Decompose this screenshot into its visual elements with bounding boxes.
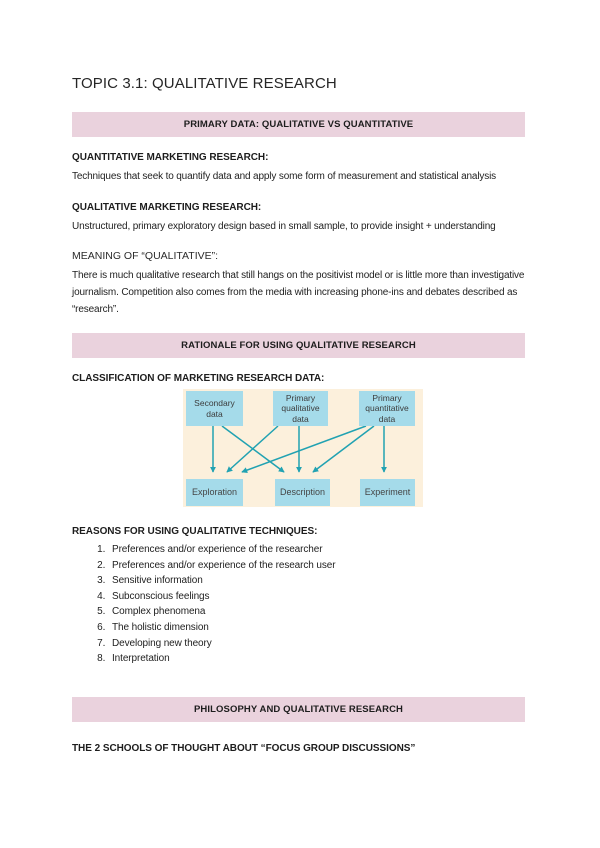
heading-qualitative-research: QUALITATIVE MARKETING RESEARCH: <box>72 202 262 213</box>
heading-classification: CLASSIFICATION OF MARKETING RESEARCH DAT… <box>72 373 325 384</box>
diagram-box-secondary-data: Secondary data <box>186 391 243 426</box>
diagram-box-primary-quantitative-data: Primary quantitative data <box>359 391 415 426</box>
page-content: TOPIC 3.1: QUALITATIVE RESEARCH PRIMARY … <box>72 0 528 755</box>
diagram-box-experiment: Experiment <box>360 479 415 506</box>
heading-reasons: REASONS FOR USING QUALITATIVE TECHNIQUES… <box>72 526 318 537</box>
box-label-line: Primary <box>372 392 402 403</box>
heading-two-schools: THE 2 SCHOOLS OF THOUGHT ABOUT “FOCUS GR… <box>72 742 416 754</box>
reason-item: Sensitive information <box>108 573 528 589</box>
box-label-line: quantitative <box>365 403 409 414</box>
box-label-line: data <box>378 413 396 424</box>
flow-arrows <box>210 425 387 474</box>
box-label-line: Secondary <box>194 398 235 409</box>
section-banner-rationale: RATIONALE FOR USING QUALITATIVE RESEARCH <box>72 333 525 358</box>
paragraph-qualitative-research: Unstructured, primary exploratory design… <box>72 221 496 232</box>
diagram-box-primary-qualitative-data: Primary qualitative data <box>273 391 328 426</box>
page-title: TOPIC 3.1: QUALITATIVE RESEARCH <box>72 75 337 92</box>
heading-meaning-of-qualitative: MEANING OF “QUALITATIVE”: <box>72 250 219 262</box>
box-label-line: Primary <box>285 392 316 403</box>
section-banner-philosophy: PHILOSOPHY AND QUALITATIVE RESEARCH <box>72 696 525 722</box>
box-label-line: data <box>206 408 223 419</box>
box-label-line: qualitative <box>281 403 320 414</box>
diagram-box-exploration: Exploration <box>186 479 243 506</box>
reason-item: Subconscious feelings <box>108 589 528 605</box>
paragraph-quantitative-research: Techniques that seek to quantify data an… <box>72 171 497 182</box>
section-banner-primary-data: PRIMARY DATA: QUALITATIVE VS QUANTITATIV… <box>72 112 525 137</box>
heading-quantitative-research: QUANTITATIVE MARKETING RESEARCH: <box>72 152 269 163</box>
reason-item: The holistic dimension <box>108 620 528 636</box>
reasons-list: Preferences and/or experience of the res… <box>72 542 528 667</box>
reason-item: Interpretation <box>108 651 528 667</box>
classification-diagram: Secondary data Primary qualitative data … <box>183 389 423 507</box>
reason-item: Preferences and/or experience of the res… <box>108 558 528 574</box>
paragraph-meaning-of-qualitative: There is much qualitative research that … <box>72 270 525 315</box>
box-label-line: data <box>292 413 309 424</box>
diagram-box-description: Description <box>275 479 330 506</box>
reason-item: Developing new theory <box>108 636 528 652</box>
reason-item: Complex phenomena <box>108 604 528 620</box>
reason-item: Preferences and/or experience of the res… <box>108 542 528 558</box>
